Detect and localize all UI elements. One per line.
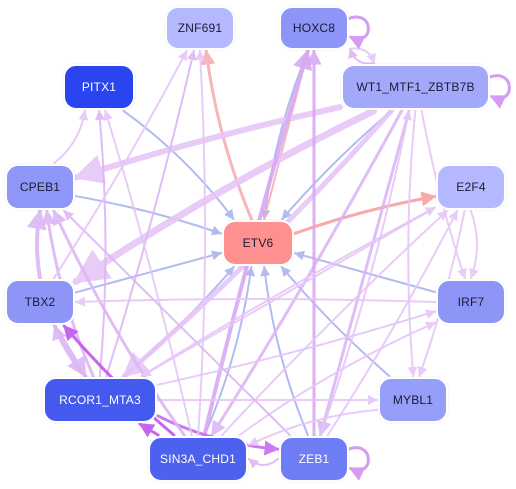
node-znf691[interactable]: ZNF691 — [165, 6, 235, 50]
edge-mybl1-to-etv6 — [280, 266, 391, 377]
node-label: SIN3A_CHD1 — [159, 452, 237, 466]
node-label: RCOR1_MTA3 — [59, 393, 141, 407]
node-wt1-mtf1-zbtb7b[interactable]: WT1_MTF1_ZBTB7B — [341, 64, 490, 110]
node-label: PITX1 — [81, 80, 117, 94]
edge-tbx2-to-cpeb1 — [26, 209, 47, 280]
edge-e2f4-to-irf7 — [469, 210, 479, 279]
edge-sin3a-to-rcor1 — [138, 422, 160, 438]
edge-zeb1-to-wt1 — [319, 110, 413, 436]
node-label: CPEB1 — [19, 180, 61, 194]
node-sin3a-chd1[interactable]: SIN3A_CHD1 — [148, 436, 248, 482]
edge-wt1-to-zeb1 — [316, 109, 411, 437]
edge-etv6-to-e2f4 — [293, 191, 437, 235]
node-label: TBX2 — [24, 295, 56, 309]
edge-tbx2-to-znf691 — [53, 50, 188, 279]
node-irf7[interactable]: IRF7 — [436, 279, 506, 325]
node-label: ETV6 — [242, 236, 274, 250]
edge-wt1-to-sin3a — [210, 109, 403, 437]
edge-rcor1-to-e2f4 — [140, 206, 436, 377]
edge-wt1-to-cpeb1 — [73, 104, 343, 184]
edge-e2f4-to-rcor1 — [140, 206, 436, 377]
node-label: HOXC8 — [292, 21, 336, 35]
edge-zeb1-to-e2f4 — [326, 210, 459, 436]
node-label: MYBL1 — [392, 393, 434, 407]
edge-rcor1-to-irf7 — [157, 309, 436, 386]
self-loop-zeb1 — [346, 446, 370, 481]
node-label: WT1_MTF1_ZBTB7B — [356, 80, 475, 94]
self-loop-hoxc8 — [346, 15, 370, 50]
node-pitx1[interactable]: PITX1 — [63, 64, 135, 110]
edge-sin3a-to-znf691 — [195, 50, 207, 436]
edge-zeb1-to-cpeb1 — [63, 210, 291, 436]
node-mybl1[interactable]: MYBL1 — [378, 377, 448, 423]
edge-sin3a-to-e2f4 — [221, 210, 448, 436]
edge-zeb1-to-sin3a — [248, 458, 279, 469]
edge-pitx1-to-etv6 — [122, 110, 235, 220]
node-rcor1-mta3[interactable]: RCOR1_MTA3 — [43, 377, 157, 423]
node-label: E2F4 — [456, 180, 486, 194]
node-label: ZNF691 — [177, 21, 223, 35]
edge-sin3a-to-etv6 — [203, 266, 256, 436]
edge-sin3a-to-irf7 — [238, 321, 436, 436]
edge-sin3a-to-pitx1 — [103, 110, 193, 436]
node-label: IRF7 — [457, 295, 485, 309]
node-hoxc8[interactable]: HOXC8 — [279, 6, 349, 50]
self-loop-wt1 — [487, 74, 511, 109]
edge-tbx2-to-rcor1 — [52, 324, 88, 378]
edge-rcor1-to-pitx1 — [94, 110, 107, 377]
edge-cpeb1-to-pitx1 — [53, 110, 89, 164]
node-etv6[interactable]: ETV6 — [222, 220, 294, 266]
edge-wt1-to-mybl1 — [407, 110, 418, 377]
edge-mybl1-to-sin3a — [248, 408, 378, 446]
node-cpeb1[interactable]: CPEB1 — [5, 164, 75, 210]
edge-sin3a-to-cpeb1 — [52, 209, 186, 437]
edge-zeb1-to-etv6 — [260, 266, 309, 436]
node-e2f4[interactable]: E2F4 — [436, 164, 506, 210]
edge-wt1-to-tbx2 — [72, 107, 378, 285]
node-label: ZEB1 — [298, 452, 330, 466]
node-zeb1[interactable]: ZEB1 — [279, 436, 349, 482]
edge-irf7-to-tbx2 — [75, 296, 436, 307]
node-tbx2[interactable]: TBX2 — [5, 279, 75, 325]
